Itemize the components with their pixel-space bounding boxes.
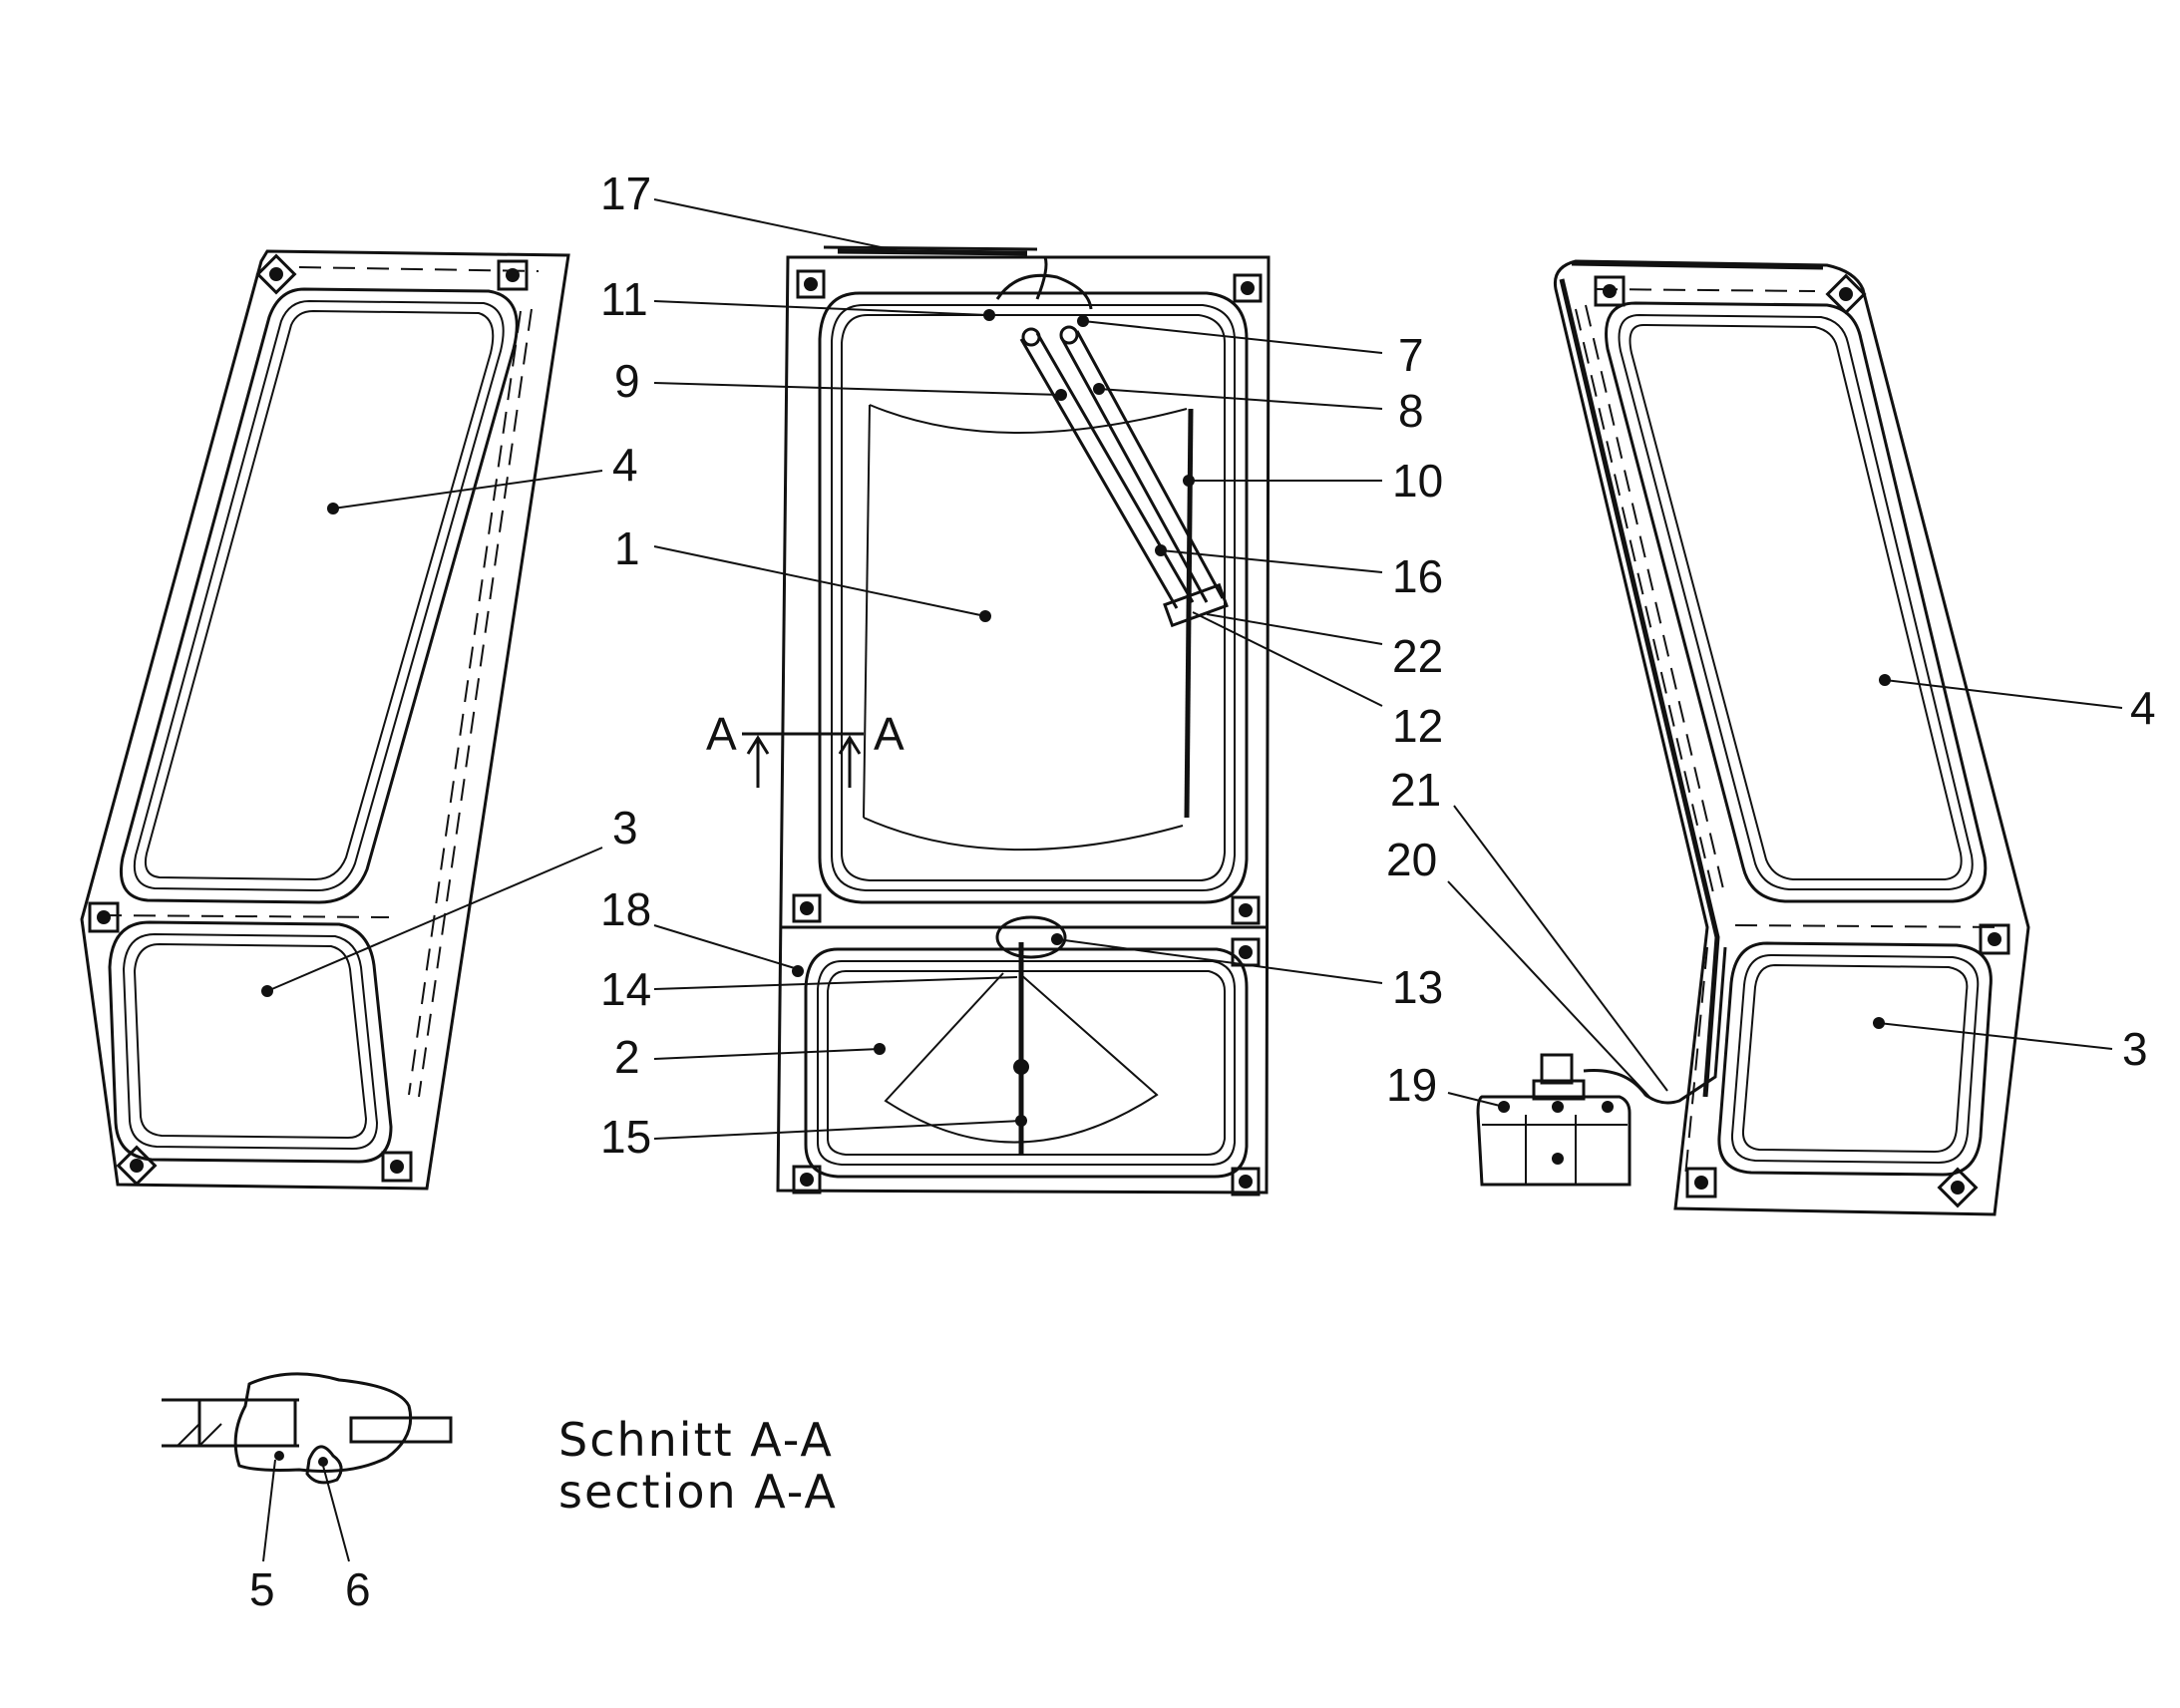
caption-english: section A-A bbox=[558, 1465, 838, 1519]
callout-3-left: 3 bbox=[612, 802, 638, 854]
callout-6: 6 bbox=[345, 1563, 371, 1615]
callout-17: 17 bbox=[600, 168, 651, 219]
left-side-panel bbox=[80, 249, 570, 1191]
callouts: 17 11 9 7 8 10 16 22 12 1 bbox=[261, 168, 2156, 1163]
callout-19: 19 bbox=[1386, 1059, 1437, 1111]
section-mark-right: A bbox=[874, 708, 905, 760]
callout-16: 16 bbox=[1392, 550, 1443, 602]
callout-14: 14 bbox=[600, 963, 651, 1015]
left-lower-window bbox=[108, 920, 393, 1164]
callout-13: 13 bbox=[1392, 961, 1443, 1013]
callout-11: 11 bbox=[600, 273, 648, 325]
upper-wiper-arms bbox=[995, 256, 1229, 819]
callout-10: 10 bbox=[1392, 455, 1443, 507]
callout-15: 15 bbox=[600, 1111, 651, 1163]
callout-8: 8 bbox=[1398, 385, 1424, 437]
callout-21: 21 bbox=[1390, 764, 1441, 816]
callout-22: 22 bbox=[1392, 630, 1443, 682]
section-mark-left: A bbox=[706, 708, 737, 760]
left-upper-window bbox=[119, 287, 519, 904]
callout-3-right: 3 bbox=[2122, 1023, 2148, 1075]
right-upper-window bbox=[1605, 301, 1988, 903]
callout-2: 2 bbox=[614, 1031, 640, 1083]
callout-7: 7 bbox=[1398, 329, 1424, 381]
left-corner-brackets bbox=[88, 253, 529, 1187]
washer-reservoir bbox=[1476, 946, 1727, 1187]
callout-4-right: 4 bbox=[2130, 682, 2156, 734]
section-marker: A A bbox=[706, 708, 905, 788]
callout-9: 9 bbox=[614, 355, 640, 407]
caption-german: Schnitt A-A bbox=[558, 1413, 834, 1467]
lower-wiper-motor bbox=[995, 915, 1067, 959]
front-windscreen bbox=[818, 291, 1249, 904]
front-corner-brackets bbox=[792, 269, 1263, 1196]
callout-20: 20 bbox=[1386, 834, 1437, 885]
section-detail: 5 6 Schnitt A-A section A-A bbox=[162, 1372, 838, 1615]
right-side-panel bbox=[1553, 259, 2030, 1216]
right-corner-brackets bbox=[1594, 273, 2010, 1208]
callout-12: 12 bbox=[1392, 700, 1443, 752]
front-lower-window bbox=[804, 942, 1249, 1179]
callout-18: 18 bbox=[600, 883, 651, 935]
callout-4-left: 4 bbox=[612, 439, 638, 491]
right-lower-window bbox=[1717, 941, 1993, 1177]
callout-5: 5 bbox=[249, 1563, 275, 1615]
callout-1: 1 bbox=[614, 522, 640, 574]
